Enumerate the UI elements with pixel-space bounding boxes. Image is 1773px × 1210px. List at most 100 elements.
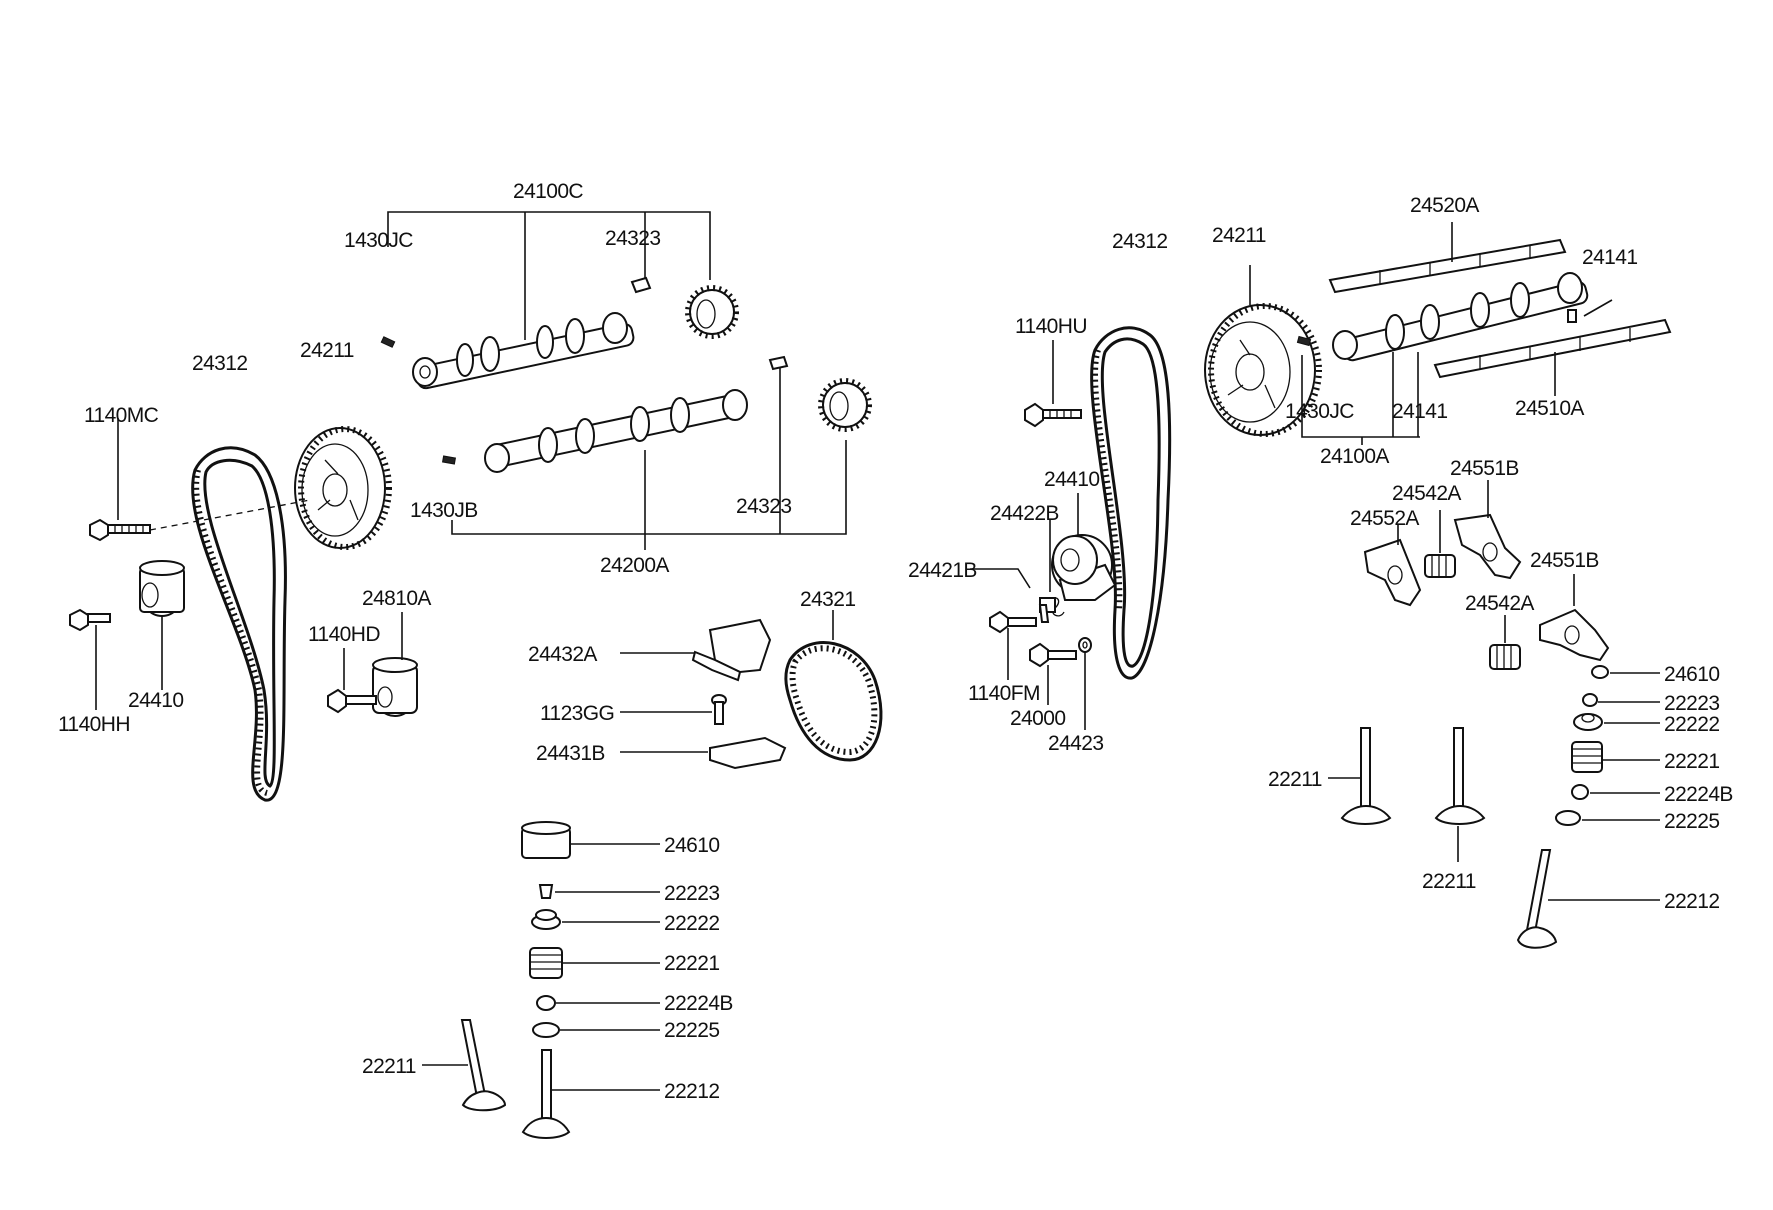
label-24520a: 24520A	[1410, 194, 1479, 217]
label-22225-right: 22225	[1664, 810, 1719, 833]
label-24321: 24321	[800, 588, 855, 611]
seat-22222-right	[1573, 713, 1660, 731]
label-24100c: 24100C	[513, 180, 583, 203]
camshaft-upper	[412, 312, 635, 390]
label-1430jc-left: 1430JC	[344, 229, 413, 252]
retainer-22223-left	[538, 884, 660, 899]
label-22224b-left: 22224B	[664, 992, 733, 1015]
label-24211-left: 24211	[300, 339, 354, 362]
seat-22225-right	[1555, 810, 1660, 826]
camshaft-lower	[484, 389, 748, 473]
valve-22212-left	[521, 1049, 660, 1139]
pin-24421b	[970, 568, 1050, 623]
cam-pulley-left	[149, 426, 392, 550]
spring-22221-right	[1571, 741, 1660, 773]
idler-24810a	[372, 612, 418, 717]
rocker-arm-24552a	[1363, 525, 1422, 607]
tensioner-24410-left	[139, 560, 185, 690]
label-1123gg: 1123GG	[540, 702, 614, 725]
label-24423: 24423	[1048, 732, 1103, 755]
valve-22211-left	[422, 1019, 507, 1112]
label-1140fm: 1140FM	[968, 682, 1040, 705]
label-24323-upper: 24323	[605, 227, 660, 250]
label-1140mc: 1140MC	[84, 404, 159, 427]
label-22222-left: 22222	[664, 912, 719, 935]
label-24312-left: 24312	[192, 352, 247, 375]
label-24200a: 24200A	[600, 554, 669, 577]
spring-24542a-upper	[1424, 510, 1456, 578]
label-1140hd: 1140HD	[308, 623, 380, 646]
label-22225-left: 22225	[664, 1019, 719, 1042]
seat-22222-left	[531, 909, 660, 930]
bolt-1140fm	[989, 610, 1037, 680]
label-24211-right: 24211	[1212, 224, 1266, 247]
seal-22224b-right	[1571, 784, 1660, 800]
spring-22221-left	[529, 947, 660, 979]
camshaft-right	[1332, 272, 1589, 362]
label-24100a: 24100A	[1320, 445, 1389, 468]
bolt-24000	[1029, 642, 1077, 705]
bolt-1140hu	[1024, 340, 1082, 428]
label-24552a: 24552A	[1350, 507, 1419, 530]
label-24421b: 24421B	[908, 559, 977, 582]
key-24323-upper	[630, 276, 652, 294]
pin-1430jb	[441, 455, 457, 465]
labels: 24100C 1430JC 24323 24312 24211 1140MC 1…	[58, 180, 1733, 1103]
rocker-arm-24551b-lower	[1539, 574, 1610, 662]
label-24422b: 24422B	[990, 502, 1059, 525]
label-22222-right: 22222	[1664, 713, 1719, 736]
plate-24431b	[620, 736, 787, 770]
label-24432a: 24432A	[528, 643, 597, 666]
valve-22211-right-a	[1328, 727, 1392, 825]
label-22212-right: 22212	[1664, 890, 1719, 913]
label-24610-left: 24610	[664, 834, 719, 857]
label-1430jc-right: 1430JC	[1285, 400, 1354, 423]
valve-22212-right	[1516, 849, 1660, 949]
label-22224b-right: 22224B	[1664, 783, 1733, 806]
label-1140hh: 1140HH	[58, 713, 130, 736]
label-22211-left: 22211	[362, 1055, 416, 1078]
timing-belt-right	[1090, 326, 1172, 680]
label-22211-right-a: 22211	[1268, 768, 1322, 791]
label-24410-left: 24410	[128, 689, 183, 712]
label-24610-right: 24610	[1664, 663, 1719, 686]
sprocket-upper	[685, 285, 739, 339]
tensioner-24410-right	[1051, 493, 1117, 601]
label-24312-right: 24312	[1112, 230, 1167, 253]
label-1140hu: 1140HU	[1015, 315, 1087, 338]
pin-1430jc-right	[1296, 335, 1312, 347]
bolt-1140mc	[89, 418, 151, 542]
label-22221-right: 22221	[1664, 750, 1719, 773]
label-1430jb: 1430JB	[410, 499, 478, 522]
bracket-24100a	[1301, 352, 1420, 445]
retainer-22223-right	[1582, 693, 1660, 707]
rocker-arm-24551b-upper	[1453, 480, 1522, 580]
spring-24542a-lower	[1489, 615, 1521, 670]
label-24410-right: 24410	[1044, 468, 1099, 491]
label-22221-left: 22221	[664, 952, 719, 975]
sprocket-lower	[818, 378, 872, 432]
bolt-1123gg	[620, 694, 727, 725]
seat-22225-left	[532, 1022, 660, 1038]
bolt-1140hd	[327, 648, 377, 714]
chain-24321	[784, 610, 883, 762]
valve-22211-right-b	[1434, 727, 1486, 862]
timing-belt-left	[191, 446, 287, 802]
bracket-24100c	[387, 211, 711, 340]
rocker-shaft-24510a	[1433, 318, 1672, 396]
lifter-24610-right	[1591, 665, 1660, 679]
seal-22224b-left	[536, 995, 660, 1011]
plug-24141	[1567, 309, 1577, 323]
cam-pulley-right	[1204, 265, 1322, 437]
label-24810a: 24810A	[362, 587, 431, 610]
pin-1430jc	[380, 336, 396, 348]
label-24000: 24000	[1010, 707, 1065, 730]
lifter-24610-left	[521, 821, 660, 859]
bolt-1140hh	[69, 608, 111, 710]
label-24141-upper: 24141	[1582, 246, 1637, 269]
label-24542a-lower: 24542A	[1465, 592, 1534, 615]
rocker-shaft-24520a	[1328, 222, 1567, 294]
label-24542a-upper: 24542A	[1392, 482, 1461, 505]
bracket-24200a	[451, 368, 847, 550]
